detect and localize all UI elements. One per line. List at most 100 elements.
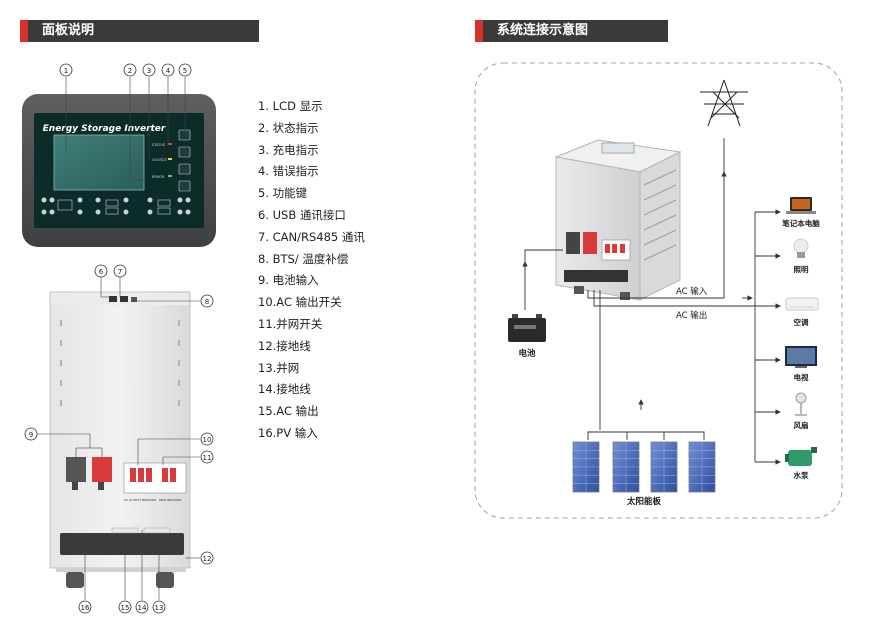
solar-panel-icon bbox=[612, 441, 640, 493]
callout-number: 5 bbox=[183, 67, 187, 75]
load-label-light: 照明 bbox=[794, 265, 809, 274]
load-label-fan: 风扇 bbox=[794, 420, 809, 430]
load-label-tv: 电视 bbox=[794, 372, 809, 382]
light-bulb-icon bbox=[793, 238, 809, 258]
side-callout-lines bbox=[37, 277, 200, 600]
inverter-cabinet-icon bbox=[554, 139, 682, 301]
legend-item: 10.AC 输出开关 bbox=[258, 295, 342, 310]
solar-panel-icon bbox=[572, 441, 600, 493]
legend-list: 1. LCD 显示 2. 状态指示 3. 充电指示 4. 错误指示 5. 功能键 6. U… bbox=[258, 96, 365, 445]
panel-brand-text: Energy Storage Inverter bbox=[43, 124, 166, 134]
callout-number: 4 bbox=[166, 67, 171, 75]
callout-marker: 9 bbox=[24, 427, 38, 441]
callout-marker: 3 bbox=[142, 63, 156, 77]
grid-tower-icon bbox=[700, 79, 748, 127]
function-keys[interactable] bbox=[178, 129, 191, 192]
callout-number: 14 bbox=[138, 604, 147, 612]
callout-number: 13 bbox=[155, 604, 164, 612]
legend-item: 7. CAN/RS485 通讯 bbox=[258, 229, 365, 244]
section-accent bbox=[20, 20, 28, 42]
grid-switch[interactable] bbox=[162, 468, 176, 482]
vent-holes bbox=[60, 320, 180, 406]
legend-item: 16.PV 输入 bbox=[258, 425, 318, 440]
legend-item: 11.并网开关 bbox=[258, 316, 323, 331]
comm-port bbox=[120, 296, 128, 302]
bts-port bbox=[131, 297, 137, 302]
led-label-status: STATUS bbox=[152, 143, 166, 147]
ac-output-switch-label: AC OUTPUT BREAKER bbox=[124, 498, 156, 502]
panel-illustrations: Energy Storage Inverter STATUS CHARGE ER… bbox=[22, 63, 216, 614]
side-panel: AC OUTPUT BREAKER GRID BREAKER bbox=[49, 291, 191, 588]
ac-output-switch[interactable] bbox=[130, 468, 152, 482]
legend-item: 3. 充电指示 bbox=[258, 142, 319, 157]
air-conditioner-icon bbox=[785, 297, 819, 311]
charge-led bbox=[168, 158, 172, 160]
legend-item: 13.并网 bbox=[258, 360, 300, 375]
callout-marker: 5 bbox=[178, 63, 192, 77]
callout-marker: 14 bbox=[135, 600, 149, 614]
fan-icon bbox=[795, 392, 807, 416]
ac-output-label: AC 输出 bbox=[676, 310, 707, 321]
callout-marker: 1 bbox=[59, 63, 73, 77]
left-section-header: 面板说明 bbox=[20, 20, 259, 42]
system-boundary bbox=[474, 62, 843, 519]
laptop-icon bbox=[786, 197, 816, 214]
legend-item: 5. 功能键 bbox=[258, 186, 308, 201]
legend-item: 8. BTS/ 温度补偿 bbox=[258, 251, 349, 266]
section-accent bbox=[475, 20, 483, 42]
callout-marker: 13 bbox=[152, 600, 166, 614]
load-label-ac: 空调 bbox=[794, 317, 809, 327]
legend-item: 15.AC 输出 bbox=[258, 404, 319, 419]
bottom-icon-row bbox=[41, 197, 191, 215]
tv-icon bbox=[785, 346, 817, 368]
callout-number: 10 bbox=[203, 436, 212, 444]
battery-negative-terminal bbox=[66, 457, 86, 482]
legend-item: 4. 错误指示 bbox=[258, 164, 319, 179]
callout-marker: 16 bbox=[78, 600, 92, 614]
legend-item: 6. USB 通讯接口 bbox=[258, 207, 346, 222]
callout-marker: 15 bbox=[118, 600, 132, 614]
callout-marker: 4 bbox=[161, 63, 175, 77]
wheel bbox=[66, 572, 84, 588]
connection-lines bbox=[522, 138, 781, 465]
callout-number: 8 bbox=[205, 298, 209, 306]
battery-positive-terminal bbox=[92, 457, 112, 482]
led-label-error: ERROR bbox=[152, 175, 165, 179]
callout-number: 16 bbox=[81, 604, 90, 612]
legend-item: 14.接地线 bbox=[258, 382, 311, 397]
terminal-bar bbox=[60, 533, 184, 555]
error-led bbox=[168, 175, 172, 177]
callout-number: 9 bbox=[29, 431, 33, 439]
left-section-title: 面板说明 bbox=[42, 23, 95, 38]
right-section-title: 系统连接示意图 bbox=[497, 23, 589, 38]
callout-number: 7 bbox=[118, 268, 122, 276]
legend-item: 2. 状态指示 bbox=[258, 120, 319, 135]
callout-marker: 6 bbox=[94, 264, 108, 278]
callout-number: 3 bbox=[147, 67, 151, 75]
front-panel: Energy Storage Inverter STATUS CHARGE ER… bbox=[22, 94, 216, 247]
callout-number: 12 bbox=[203, 555, 212, 563]
callout-marker: 10 bbox=[200, 432, 214, 446]
callout-marker: 7 bbox=[113, 264, 127, 278]
usb-port bbox=[109, 296, 117, 302]
solar-panel-icon bbox=[650, 441, 678, 493]
status-led bbox=[168, 143, 172, 145]
callout-marker: 2 bbox=[123, 63, 137, 77]
solar-panel-icons bbox=[572, 441, 716, 493]
callout-number: 15 bbox=[121, 604, 130, 612]
callout-number: 2 bbox=[128, 67, 132, 75]
callout-marker: 11 bbox=[200, 450, 214, 464]
solar-panel-icon bbox=[688, 441, 716, 493]
ac-input-label: AC 输入 bbox=[676, 286, 708, 297]
battery-icon bbox=[508, 314, 546, 342]
wheel bbox=[156, 572, 174, 588]
callout-number: 11 bbox=[203, 454, 212, 462]
front-callout-lines bbox=[65, 77, 186, 181]
battery-label: 电池 bbox=[518, 348, 536, 359]
callout-number: 6 bbox=[99, 268, 104, 276]
lcd-screen bbox=[53, 134, 145, 191]
legend-item: 1. LCD 显示 bbox=[258, 99, 323, 113]
water-pump-icon bbox=[785, 447, 817, 466]
solar-panel-label: 太阳能板 bbox=[626, 496, 662, 507]
load-label-laptop: 笔记本电脑 bbox=[782, 218, 820, 228]
